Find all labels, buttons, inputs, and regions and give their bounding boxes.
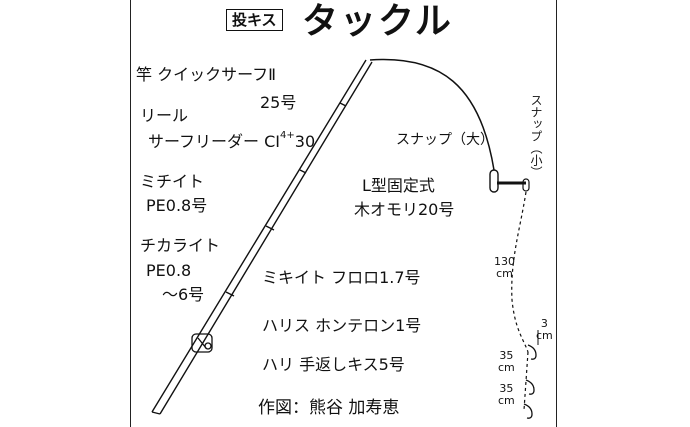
shock-leader-spec2: ～6号 (162, 285, 205, 304)
main-line (369, 58, 495, 171)
dimension-35b-cm: 35 cm (498, 383, 515, 406)
sinker-type-label: L型固定式 (362, 176, 435, 195)
frame-right-border (556, 0, 557, 427)
dimension-130-unit: cm (496, 266, 513, 280)
reel-name-sup: 4+ (280, 130, 295, 141)
snap-small-label: スナップ（小） (529, 94, 543, 178)
rod (151, 59, 373, 415)
shock-leader-spec1: PE0.8 (146, 261, 192, 280)
dimension-130-value: 130 (494, 255, 515, 268)
dimension-35a-cm: 35 cm (498, 350, 515, 373)
reel-name-num: 30 (294, 132, 316, 151)
mikite-line (511, 191, 529, 353)
reel-label: リール (140, 106, 189, 125)
rod-size-label: 25号 (260, 93, 297, 112)
mikite-label: ミキイト フロロ1.7号 (262, 268, 421, 287)
dimension-35b-value: 35 (499, 382, 514, 395)
hari-label: ハリ 手返しキス5号 (262, 355, 405, 374)
harisu-label: ハリス ホンテロン1号 (262, 316, 422, 335)
dimension-35a-unit: cm (498, 360, 515, 374)
snap-large (489, 169, 499, 193)
dimension-3-value: 3 (540, 317, 548, 330)
page-title: タックル (302, 1, 453, 42)
dimension-3-cm: 3 cm (536, 318, 553, 341)
hooks (523, 344, 537, 419)
rod-name-label: 竿 クイックサーフⅡ (136, 65, 277, 84)
reel-name-text: サーフリーダー CI (148, 132, 281, 151)
sinker-spec-label: 木オモリ20号 (354, 200, 455, 219)
main-line-spec: PE0.8号 (146, 196, 208, 215)
category-badge: 投キス (226, 9, 283, 31)
dimension-3-unit: cm (536, 328, 553, 342)
reel (191, 333, 213, 353)
frame-left-border (130, 0, 131, 427)
credit-label: 作図：熊谷 加寿恵 (258, 398, 400, 418)
shock-leader-label: チカライト (140, 236, 221, 255)
reel-name-label: サーフリーダー CI4+30 (148, 131, 316, 151)
dimension-130-cm: 130 cm (494, 256, 515, 279)
dimension-35b-unit: cm (498, 393, 515, 407)
snap-large-label: スナップ（大） (396, 132, 494, 148)
dimension-35a-value: 35 (499, 349, 514, 362)
snap-small (522, 178, 530, 192)
main-line-label: ミチイト (140, 172, 205, 191)
